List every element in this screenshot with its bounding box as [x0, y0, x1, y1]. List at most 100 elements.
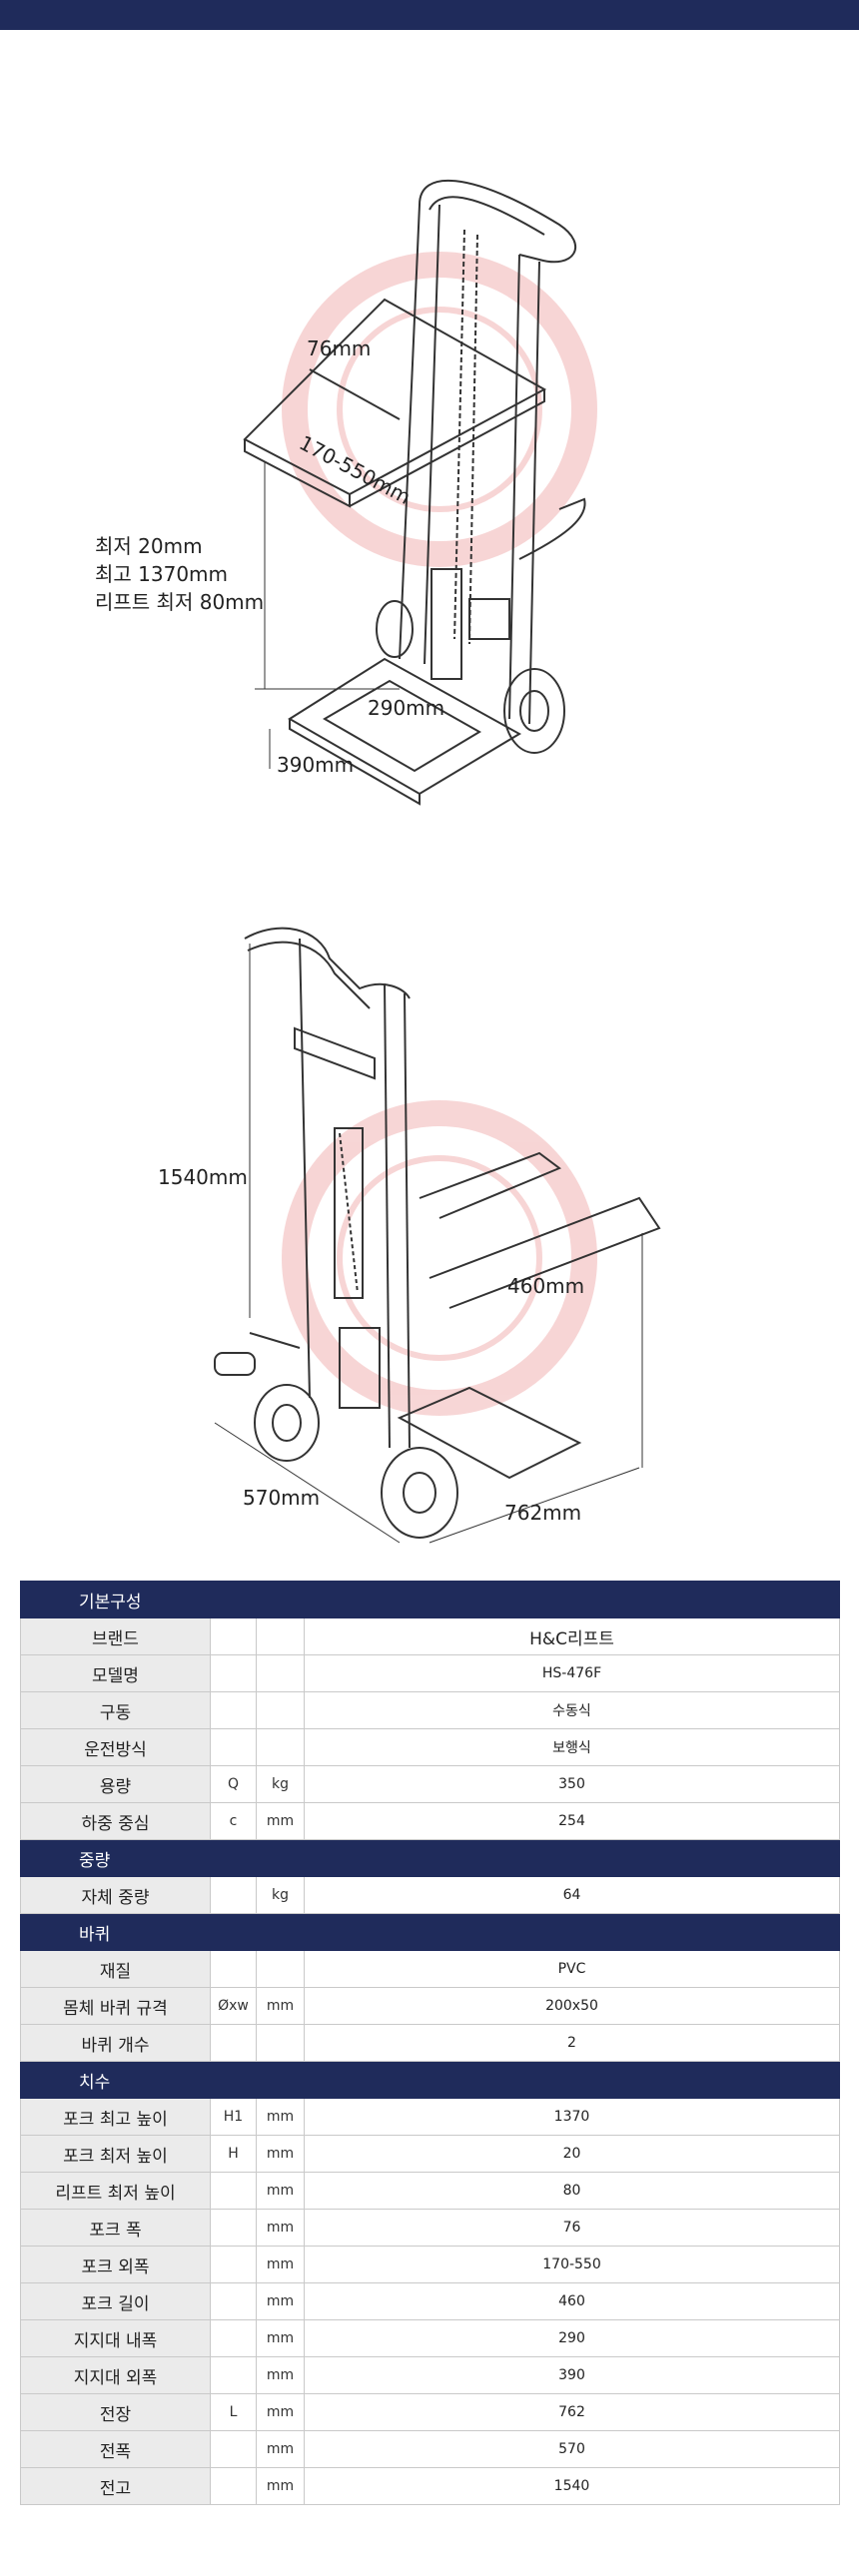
spec-label: 용량	[20, 1765, 211, 1803]
spec-value: 290	[304, 2319, 840, 2357]
spec-label: 전장	[20, 2393, 211, 2431]
spec-label: 리프트 최저 높이	[20, 2172, 211, 2210]
spec-value: 수동식	[304, 1691, 840, 1729]
dim-base-inner: 290mm	[368, 696, 444, 720]
spec-unit: mm	[256, 2209, 305, 2247]
spec-label: 하중 중심	[20, 1802, 211, 1840]
spec-unit	[256, 1950, 305, 1988]
spec-unit: mm	[256, 2393, 305, 2431]
spec-label: 자체 중량	[20, 1876, 211, 1914]
spec-label: 전폭	[20, 2430, 211, 2468]
spec-label: 재질	[20, 1950, 211, 1988]
spec-value: 1540	[304, 2467, 840, 2505]
spec-symbol	[210, 2282, 257, 2320]
spec-label: 포크 최고 높이	[20, 2098, 211, 2136]
watermark-logo	[282, 1100, 597, 1416]
spec-unit: kg	[256, 1765, 305, 1803]
spec-value: 80	[304, 2172, 840, 2210]
spec-symbol	[210, 2209, 257, 2247]
spec-value: HS-476F	[304, 1654, 840, 1692]
spec-label: 지지대 외폭	[20, 2356, 211, 2394]
spec-unit	[256, 2024, 305, 2062]
spec-symbol	[210, 1691, 257, 1729]
spec-section-title: 중량	[20, 1839, 840, 1877]
spec-unit: mm	[256, 2430, 305, 2468]
spec-unit	[256, 1617, 305, 1655]
spec-symbol: L	[210, 2393, 257, 2431]
spec-unit	[256, 1654, 305, 1692]
spec-symbol: H	[210, 2135, 257, 2173]
dim-max-height: 최고 1370mm	[95, 562, 228, 586]
dim-fork-length: 460mm	[507, 1274, 584, 1298]
spec-symbol	[210, 2172, 257, 2210]
spec-unit	[256, 1728, 305, 1766]
spec-symbol	[210, 1654, 257, 1692]
dim-fork-width: 76mm	[307, 336, 371, 360]
spec-section-title: 치수	[20, 2061, 840, 2099]
spec-symbol: Øxw	[210, 1987, 257, 2025]
spec-section-title: 기본구성	[20, 1581, 840, 1618]
spec-unit: mm	[256, 2282, 305, 2320]
spec-value: PVC	[304, 1950, 840, 1988]
spec-label: 브랜드	[20, 1617, 211, 1655]
spec-value: 1370	[304, 2098, 840, 2136]
spec-symbol	[210, 2356, 257, 2394]
spec-label: 운전방식	[20, 1728, 211, 1766]
spec-unit	[256, 1691, 305, 1729]
spec-value: 350	[304, 1765, 840, 1803]
spec-section-header: 치수	[20, 2061, 840, 2099]
spec-symbol: Q	[210, 1765, 257, 1803]
spec-unit: mm	[256, 2356, 305, 2394]
spec-unit: mm	[256, 2172, 305, 2210]
spec-unit: mm	[256, 1802, 305, 1840]
dim-lift-min: 리프트 최저 80mm	[95, 590, 264, 614]
spec-symbol	[210, 1617, 257, 1655]
spec-unit: mm	[256, 1987, 305, 2025]
spec-symbol: H1	[210, 2098, 257, 2136]
spec-symbol	[210, 1876, 257, 1914]
spec-value: 254	[304, 1802, 840, 1840]
spec-label: 모델명	[20, 1654, 211, 1692]
spec-label: 지지대 내폭	[20, 2319, 211, 2357]
spec-symbol	[210, 1950, 257, 1988]
spec-symbol	[210, 2430, 257, 2468]
spec-unit: mm	[256, 2467, 305, 2505]
spec-label: 바퀴 개수	[20, 2024, 211, 2062]
spec-unit: mm	[256, 2098, 305, 2136]
spec-label: 포크 외폭	[20, 2246, 211, 2283]
watermark-logo	[282, 252, 597, 567]
spec-unit: mm	[256, 2319, 305, 2357]
spec-symbol	[210, 2319, 257, 2357]
spec-section-header: 기본구성	[20, 1581, 840, 1618]
spec-section-title: 바퀴	[20, 1913, 840, 1951]
spec-unit: kg	[256, 1876, 305, 1914]
dim-min-height: 최저 20mm	[95, 534, 203, 558]
spec-value: 20	[304, 2135, 840, 2173]
spec-row: 모델명 HS-476F	[20, 1654, 840, 1692]
spec-unit: mm	[256, 2135, 305, 2173]
spec-symbol	[210, 1728, 257, 1766]
spec-symbol	[210, 2467, 257, 2505]
spec-value: 390	[304, 2356, 840, 2394]
spec-label: 몸체 바퀴 규격	[20, 1987, 211, 2025]
spec-label: 포크 길이	[20, 2282, 211, 2320]
spec-label: 전고	[20, 2467, 211, 2505]
